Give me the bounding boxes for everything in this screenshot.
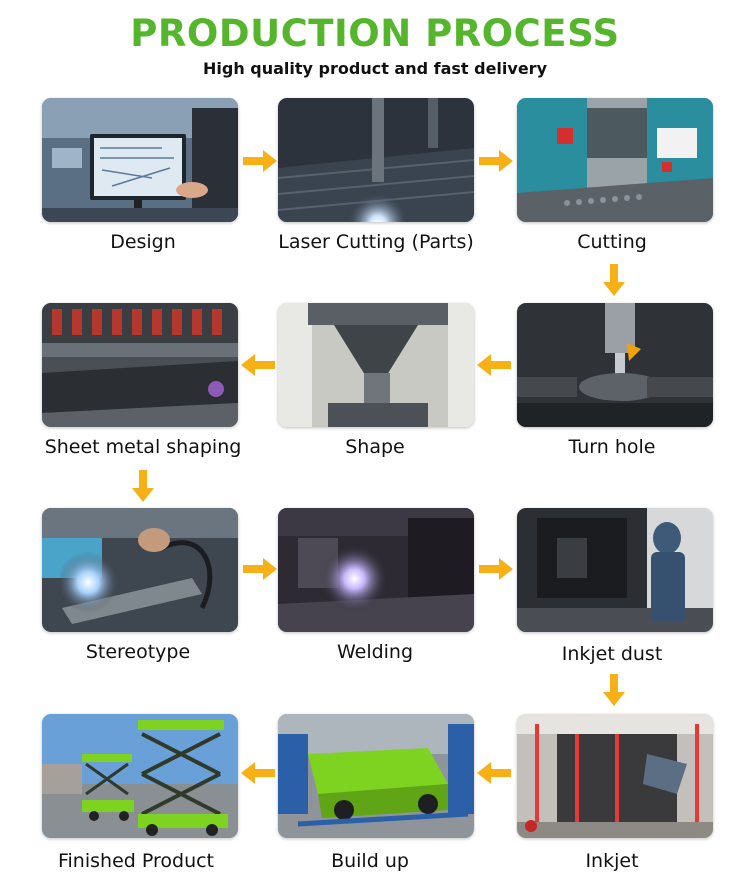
step-label-build-up: Build up — [331, 850, 409, 872]
inkjet-photo — [517, 714, 713, 838]
arrow-left-icon — [477, 762, 511, 784]
step-label-turn-hole: Turn hole — [568, 436, 656, 458]
welding-photo — [278, 508, 474, 632]
page-subtitle: High quality product and fast delivery — [202, 59, 547, 78]
arrow-right-icon — [243, 558, 277, 580]
step-label-inkjet-dust: Inkjet dust — [561, 643, 663, 665]
step-label-cutting: Cutting — [577, 231, 647, 253]
stereotype-photo — [42, 508, 238, 632]
finished-product-photo — [42, 714, 238, 838]
step-label-welding: Welding — [336, 641, 414, 663]
arrow-left-icon — [241, 354, 275, 376]
inkjet-dust-photo — [517, 508, 713, 632]
step-label-design: Design — [110, 231, 176, 253]
laser-cutting-photo — [278, 98, 474, 222]
arrow-right-icon — [243, 150, 277, 172]
arrow-left-icon — [241, 762, 275, 784]
step-label-sheet-metal-shaping: Sheet metal shaping — [44, 436, 242, 458]
shape-photo — [278, 303, 474, 427]
page-title: PRODUCTION PROCESS — [130, 12, 620, 55]
step-label-finished-product: Finished Product — [57, 850, 215, 872]
arrow-down-icon — [603, 264, 625, 296]
sheet-metal-photo — [42, 303, 238, 427]
arrow-right-icon — [479, 558, 513, 580]
arrow-left-icon — [477, 354, 511, 376]
design-photo — [42, 98, 238, 222]
arrow-down-icon — [132, 470, 154, 502]
step-label-shape: Shape — [345, 436, 405, 458]
step-label-stereotype: Stereotype — [85, 641, 191, 663]
step-label-inkjet: Inkjet — [585, 850, 639, 872]
step-label-laser-cutting: Laser Cutting (Parts) — [278, 231, 474, 253]
build-up-photo — [278, 714, 474, 838]
cutting-photo — [517, 98, 713, 222]
arrow-down-icon — [603, 674, 625, 706]
arrow-right-icon — [479, 150, 513, 172]
turn-hole-photo — [517, 303, 713, 427]
